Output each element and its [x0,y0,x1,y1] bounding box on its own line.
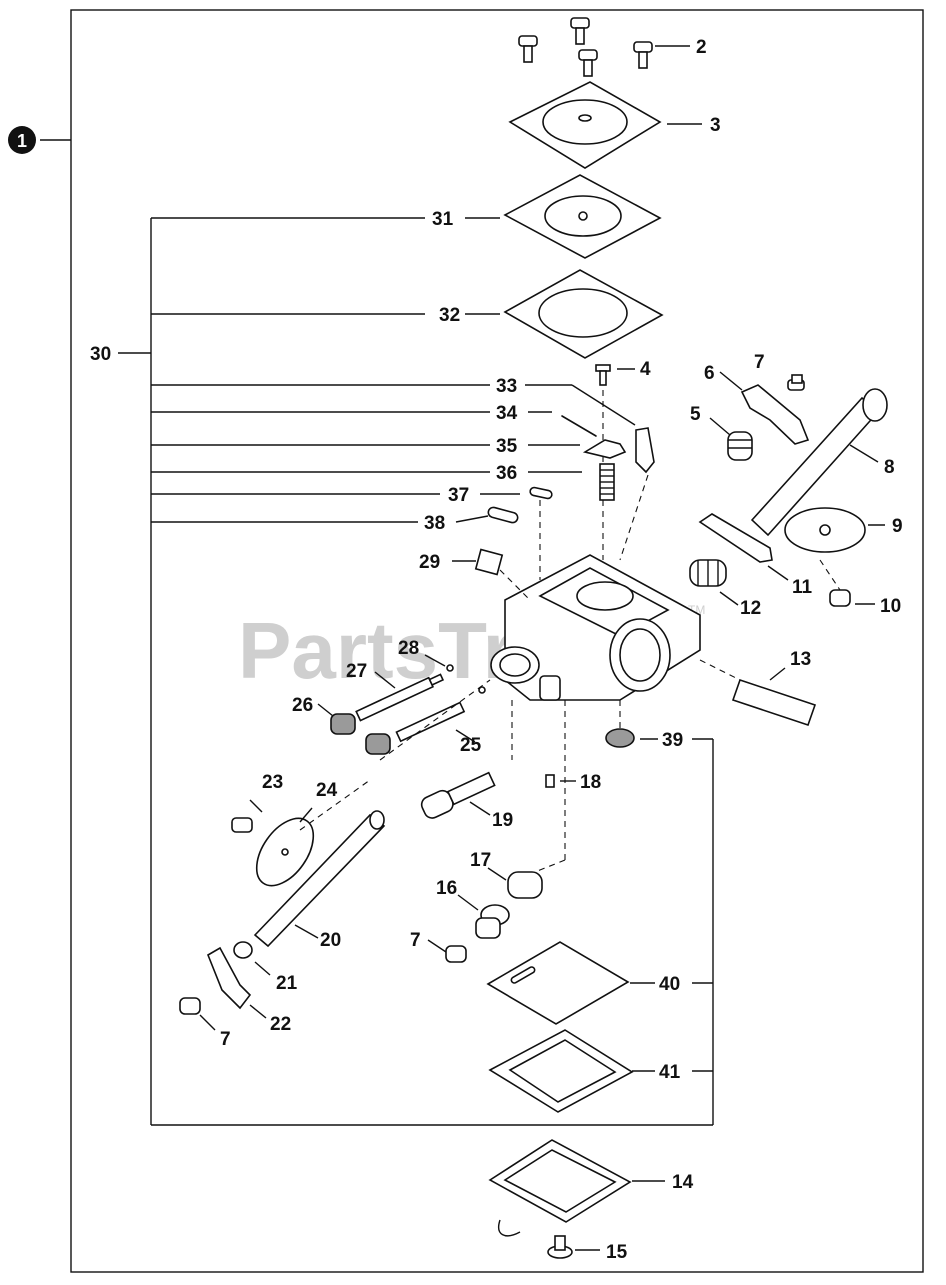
callout-4: 4 [640,359,651,380]
gasket-part-40 [486,941,655,1025]
callout-37: 37 [448,485,469,506]
screws-part-2 [518,17,690,77]
callout-41: 41 [659,1062,681,1083]
callout-5: 5 [690,404,701,425]
callout-15: 15 [606,1242,628,1263]
callout-27: 27 [346,661,367,682]
assembly-number: 1 [17,131,27,151]
diagram-frame [70,9,924,1273]
callout-14: 14 [672,1172,694,1193]
callout-28: 28 [398,638,419,659]
callout-17: 17 [470,850,491,871]
callout-18: 18 [580,772,601,793]
throttle-parts-right [689,371,888,727]
pump-parts-center [427,700,566,963]
gasket-part-31 [465,174,662,259]
screw-part-4 [595,364,635,560]
callout-32: 32 [439,305,460,326]
callout-25: 25 [460,735,482,756]
callout-7-left: 7 [220,1029,231,1050]
needle-valve-parts [455,384,655,580]
choke-parts-left [179,679,491,1031]
mixture-needles [317,654,486,755]
cover-part-14 [488,1139,665,1237]
callout-22: 22 [270,1014,291,1035]
idle-screw-part-19 [420,700,513,819]
callout-9: 9 [892,516,903,537]
callout-12: 12 [740,598,761,619]
carburetor-body [490,554,701,701]
gasket-part-41 [488,1029,655,1113]
assembly-badge: 1 [8,126,36,154]
callout-2: 2 [696,37,707,58]
callout-29: 29 [419,552,440,573]
pump-cover-part-3 [508,81,702,169]
callout-38: 38 [424,513,445,534]
diaphragm-part-32 [465,269,664,359]
callout-34: 34 [496,403,518,424]
callout-7-center: 7 [410,930,421,951]
callout-30: 30 [90,344,111,365]
callout-7-top: 7 [754,352,765,373]
callout-labels: 2 3 31 32 30 4 33 34 35 36 37 38 7 6 5 8… [90,37,903,1263]
screen-part-39 [545,700,658,788]
cap-part-29 [452,548,531,601]
callout-26: 26 [292,695,313,716]
callout-24: 24 [316,780,338,801]
screw-part-15 [547,1235,600,1259]
callout-39: 39 [662,730,683,751]
callout-36: 36 [496,463,517,484]
callout-13: 13 [790,649,811,670]
callout-19: 19 [492,810,513,831]
callout-35: 35 [496,436,518,457]
callout-21: 21 [276,973,298,994]
callout-8: 8 [884,457,895,478]
callout-6: 6 [704,363,715,384]
callout-31: 31 [432,209,454,230]
callout-23: 23 [262,772,283,793]
callout-33: 33 [496,376,517,397]
callout-40: 40 [659,974,680,995]
kit-bracket-30 [118,217,714,1126]
callout-16: 16 [436,878,457,899]
callout-11: 11 [792,577,813,598]
callout-3: 3 [710,115,721,136]
callout-20: 20 [320,930,341,951]
callout-10: 10 [880,596,901,617]
